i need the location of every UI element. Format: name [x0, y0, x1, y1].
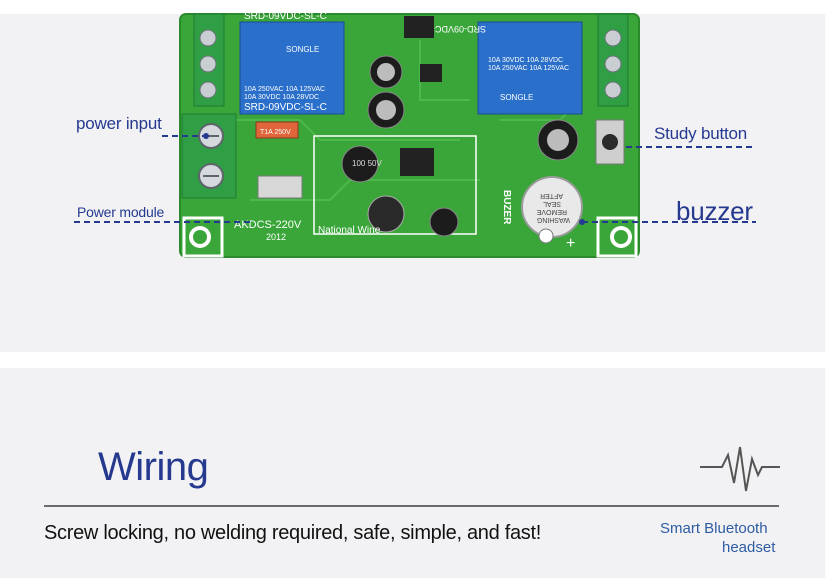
ic-chip-3	[400, 148, 434, 176]
pcb-board-illustration: SRD-09VDC-SL-C SONGLE 10A 250VAC 10A 125…	[74, 11, 756, 258]
callout-leaders	[74, 135, 756, 223]
callout-buzzer: buzzer	[676, 196, 753, 226]
buzzer-sticker-4: AFTER	[540, 192, 563, 199]
callout-national-wine: National Wine	[318, 225, 381, 236]
buzzer-component: WASHING REMOVE SEAL AFTER +	[521, 176, 583, 252]
power-input-terminal	[181, 113, 237, 199]
buzzer-sticker-3: SEAL	[543, 200, 561, 207]
buzer-silkscreen: BUZER	[501, 190, 512, 225]
fuse	[255, 121, 299, 139]
svg-text:+: +	[566, 235, 575, 252]
section-title: Wiring	[98, 445, 209, 489]
relay-left-brand: SONGLE	[286, 45, 319, 54]
relay-right-rating-1: 10A 30VDC 10A 28VDC	[488, 57, 563, 64]
section-subtitle: Screw locking, no welding required, safe…	[44, 522, 542, 544]
relay-left-rating-1: 10A 250VAC 10A 125VAC	[244, 86, 325, 93]
relay-right-brand: SONGLE	[500, 93, 533, 102]
relay-right-rating-2: 10A 250VAC 10A 125VAC	[488, 65, 569, 72]
brand-line-1: Smart Bluetooth	[660, 520, 768, 537]
section-divider	[44, 505, 779, 507]
terminal-block-top-left	[193, 13, 225, 107]
fuse-holder	[257, 175, 303, 199]
relay-left-model-bottom: SRD-09VDC-SL-C	[244, 102, 327, 113]
ic-chip	[404, 16, 434, 38]
capacitor-4	[429, 207, 459, 237]
capacitor-3-label: 100 50V	[352, 159, 382, 168]
brand-line-2: headset	[722, 539, 776, 556]
callout-power-module: Power module	[77, 204, 165, 220]
buzzer-sticker-1: WASHING	[537, 216, 570, 223]
callout-power-input: power input	[76, 114, 162, 133]
wiring-section-panel	[0, 368, 825, 578]
buzzer-sticker-2: REMOVE	[536, 208, 567, 215]
capacitor-3	[341, 145, 379, 183]
relay-left: SRD-09VDC-SL-C SONGLE 10A 250VAC 10A 125…	[239, 11, 345, 115]
relay-left-rating-2: 10A 30VDC 10A 28VDC	[244, 94, 319, 101]
terminal-block-right	[597, 13, 629, 107]
inductor	[367, 195, 405, 233]
study-button-switch	[595, 119, 625, 165]
relay-left-model: SRD-09VDC-SL-C	[244, 11, 327, 22]
relay-right-model: SRD-09VDC-SL-C	[411, 24, 486, 34]
board-id-silkscreen: AKDCS-220V	[234, 219, 302, 231]
relay-right: SRD-09VDC-SL-C 10A 30VDC 10A 28VDC 10A 2…	[411, 21, 583, 115]
pulse-wave-icon	[700, 446, 780, 492]
power-module-outline	[313, 135, 477, 235]
ic-chip-small	[420, 64, 442, 82]
callout-study-button: Study button	[654, 124, 748, 143]
fuse-label: T1A 250V	[260, 129, 291, 136]
mounting-holes	[182, 216, 638, 258]
board-year-silkscreen: 2012	[266, 232, 286, 242]
